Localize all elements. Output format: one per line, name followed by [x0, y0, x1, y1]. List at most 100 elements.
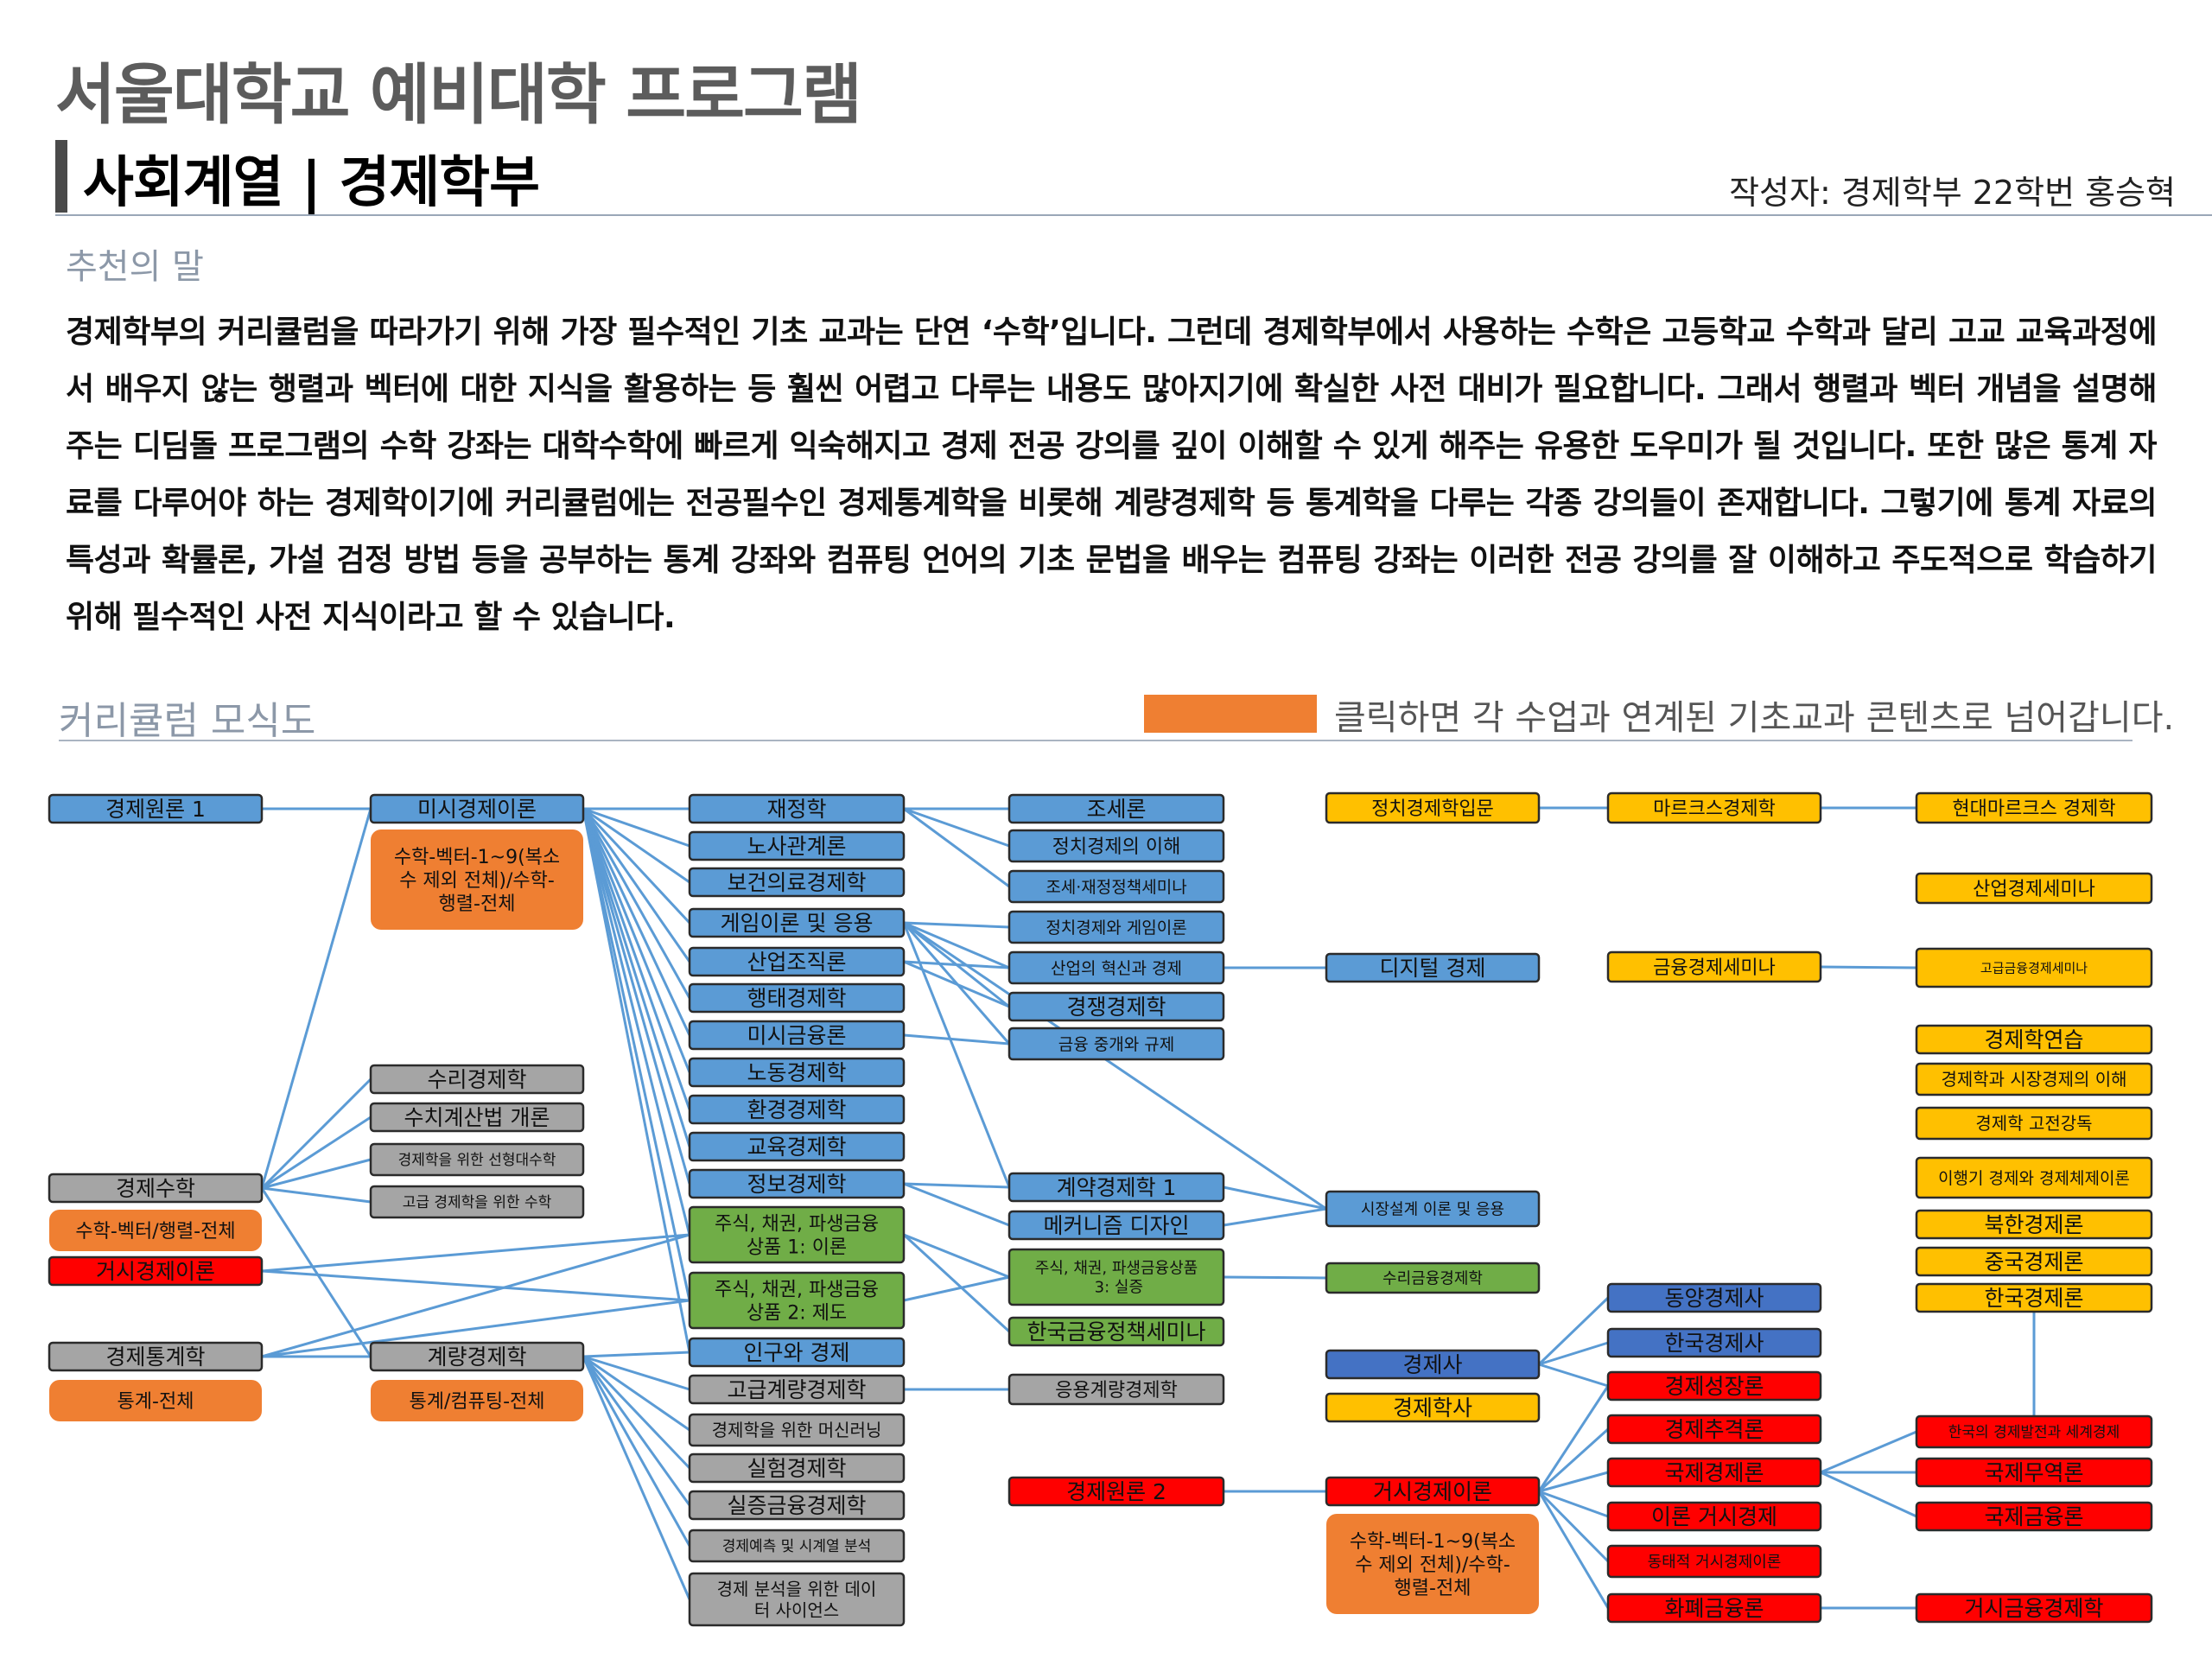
course-node-c2[interactable]: 노사관계론: [688, 830, 906, 861]
course-node-d11[interactable]: 한국금융정책세미나: [1007, 1316, 1225, 1347]
course-box[interactable]: [1915, 1457, 2153, 1488]
course-node-g7[interactable]: 이행기 경제와 경제체제이론: [1915, 1156, 2153, 1199]
course-box[interactable]: [1915, 1501, 2153, 1532]
course-box[interactable]: [688, 1337, 906, 1368]
course-node-n6[interactable]: 고급 경제학을 위한 수학: [369, 1185, 585, 1219]
course-box[interactable]: [1007, 1316, 1225, 1347]
course-box[interactable]: [1606, 950, 1822, 983]
course-node-d13[interactable]: 경제원론 2: [1007, 1476, 1225, 1507]
course-node-f5[interactable]: 경제성장론: [1606, 1370, 1822, 1402]
course-node-c16[interactable]: 경제학을 위한 머신러닝: [688, 1413, 906, 1447]
course-box[interactable]: [1325, 1392, 1541, 1423]
course-node-f2[interactable]: 금융경제세미나: [1606, 950, 1822, 983]
course-box[interactable]: [1606, 1457, 1822, 1488]
course-node-f7[interactable]: 국제경제론: [1606, 1457, 1822, 1488]
course-node-c9[interactable]: 환경경제학: [688, 1094, 906, 1125]
course-node-d9[interactable]: 메커니즘 디자인: [1007, 1210, 1225, 1241]
course-box[interactable]: [1325, 1476, 1541, 1507]
course-node-g10[interactable]: 한국경제론: [1915, 1282, 2153, 1313]
course-node-n1[interactable]: 경제원론 1: [48, 793, 264, 824]
course-node-g1[interactable]: 현대마르크스 경제학: [1915, 791, 2153, 824]
course-box[interactable]: [1915, 1062, 2153, 1096]
course-node-g3[interactable]: 고급금융경제세미나: [1915, 947, 2153, 988]
course-box[interactable]: [48, 1341, 264, 1372]
course-node-c6[interactable]: 행태경제학: [688, 982, 906, 1014]
course-box[interactable]: [1915, 1592, 2153, 1624]
course-node-g9[interactable]: 중국경제론: [1915, 1246, 2153, 1277]
course-node-e7[interactable]: 거시경제이론: [1325, 1476, 1541, 1507]
course-box[interactable]: [369, 1185, 585, 1219]
course-node-f10[interactable]: 화폐금융론: [1606, 1592, 1822, 1624]
course-node-c4[interactable]: 게임이론 및 응용: [688, 907, 906, 938]
course-node-e5[interactable]: 경제사: [1325, 1349, 1541, 1380]
course-box[interactable]: [688, 1529, 906, 1563]
course-node-n10[interactable]: 계량경제학: [369, 1341, 585, 1372]
course-node-d6[interactable]: 경쟁경제학: [1007, 991, 1225, 1022]
course-node-f6[interactable]: 경제추격론: [1606, 1414, 1822, 1445]
course-box[interactable]: [1915, 1156, 2153, 1199]
course-box[interactable]: [1007, 1248, 1225, 1306]
course-node-d12[interactable]: 응용계량경제학: [1007, 1373, 1225, 1406]
course-box[interactable]: [369, 1142, 585, 1177]
course-node-n2[interactable]: 미시경제이론: [369, 793, 585, 824]
course-box[interactable]: [1915, 872, 2153, 905]
course-node-n8[interactable]: 거시경제이론: [48, 1255, 264, 1287]
course-box[interactable]: [369, 1341, 585, 1372]
course-box[interactable]: [688, 982, 906, 1014]
course-box[interactable]: [1606, 1544, 1822, 1579]
course-node-e1[interactable]: 정치경제학입문: [1325, 791, 1541, 824]
course-node-d1[interactable]: 조세론: [1007, 793, 1225, 824]
course-box[interactable]: [688, 830, 906, 861]
course-node-c7[interactable]: 미시금융론: [688, 1020, 906, 1051]
course-box[interactable]: [1325, 1349, 1541, 1380]
course-box[interactable]: [1606, 1327, 1822, 1358]
course-box[interactable]: [688, 1374, 906, 1405]
course-node-n5[interactable]: 경제학을 위한 선형대수학: [369, 1142, 585, 1177]
course-node-f4[interactable]: 한국경제사: [1606, 1327, 1822, 1358]
course-box[interactable]: [1325, 952, 1541, 983]
course-box[interactable]: [49, 1380, 262, 1421]
course-box[interactable]: [1606, 791, 1822, 824]
course-node-n9[interactable]: 경제통계학: [48, 1341, 264, 1372]
course-box[interactable]: [371, 1380, 583, 1421]
course-node-g13[interactable]: 국제금융론: [1915, 1501, 2153, 1532]
course-node-f1[interactable]: 마르크스경제학: [1606, 791, 1822, 824]
course-box[interactable]: [1007, 950, 1225, 985]
course-box[interactable]: [1606, 1282, 1822, 1313]
course-node-d8[interactable]: 계약경제학 1: [1007, 1172, 1225, 1203]
course-box[interactable]: [688, 1057, 906, 1088]
course-node-c15[interactable]: 고급계량경제학: [688, 1374, 906, 1405]
course-box[interactable]: [1915, 947, 2153, 988]
course-node-e4[interactable]: 수리금융경제학: [1325, 1262, 1541, 1294]
course-box[interactable]: [48, 1255, 264, 1287]
course-box[interactable]: [688, 1413, 906, 1447]
course-node-o2[interactable]: 수학-벡터/행렬-전체: [49, 1210, 262, 1251]
course-node-c5[interactable]: 산업조직론: [688, 946, 906, 977]
course-box[interactable]: [688, 946, 906, 977]
course-node-g8[interactable]: 북한경제론: [1915, 1209, 2153, 1240]
course-node-c19[interactable]: 경제예측 및 시계열 분석: [688, 1529, 906, 1563]
course-node-n3[interactable]: 수리경제학: [369, 1064, 585, 1095]
course-node-g2[interactable]: 산업경제세미나: [1915, 872, 2153, 905]
course-box[interactable]: [1915, 1282, 2153, 1313]
course-node-c17[interactable]: 실험경제학: [688, 1452, 906, 1484]
course-box[interactable]: [48, 1173, 264, 1204]
course-node-d3[interactable]: 조세·재정정책세미나: [1007, 869, 1225, 904]
course-box[interactable]: [1007, 910, 1225, 944]
course-node-g14[interactable]: 거시금융경제학: [1915, 1592, 2153, 1624]
course-box[interactable]: [688, 1490, 906, 1521]
course-node-g11[interactable]: 한국의 경제발전과 세계경제: [1915, 1414, 2153, 1449]
course-box[interactable]: [688, 1205, 906, 1264]
course-node-n4[interactable]: 수치계산법 개론: [369, 1102, 585, 1133]
course-box[interactable]: [1915, 1024, 2153, 1055]
course-box[interactable]: [1007, 1027, 1225, 1061]
course-node-f8[interactable]: 이론 거시경제: [1606, 1501, 1822, 1532]
course-node-c8[interactable]: 노동경제학: [688, 1057, 906, 1088]
course-box[interactable]: [1915, 1414, 2153, 1449]
course-box[interactable]: [688, 1020, 906, 1051]
